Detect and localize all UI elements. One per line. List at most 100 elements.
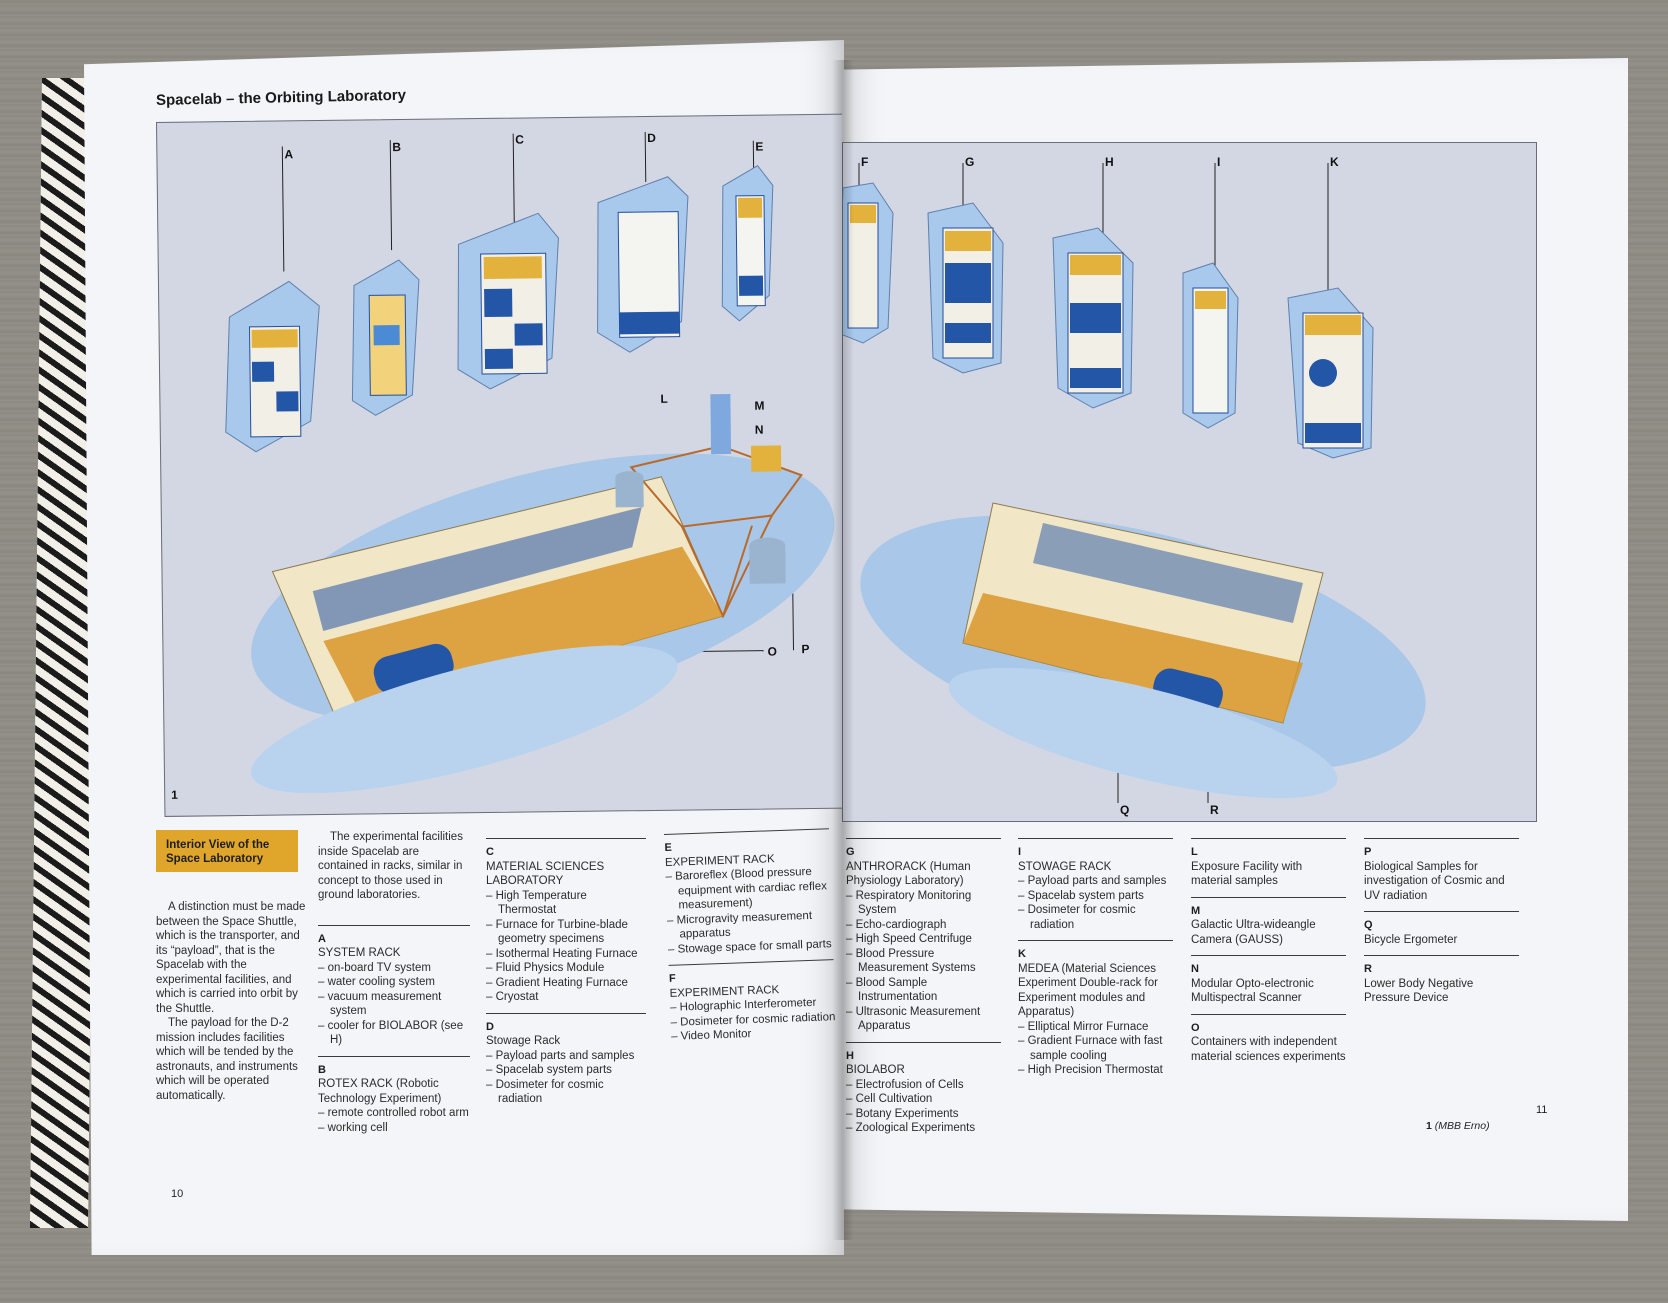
rack-d-graphic: [597, 176, 689, 353]
illustration-left: A B C D E L M N O P 1: [156, 113, 844, 817]
right-col-4: P Biological Samples for investigation o…: [1364, 838, 1519, 1014]
section-o: O Containers with independent material s…: [1191, 1013, 1346, 1065]
rack-e-graphic: [721, 164, 774, 322]
figure-number: 1: [171, 787, 178, 802]
rack-g-graphic: [927, 202, 1004, 374]
label-m: M: [754, 398, 765, 413]
list-item: on-board TV system: [318, 961, 470, 976]
page-header-title: Spacelab – the Orbiting Laboratory: [155, 86, 407, 109]
label-a: A: [284, 147, 294, 162]
section-m: M Galactic Ultra-wideangle Camera (GAUSS…: [1191, 896, 1346, 948]
intro-paragraph-1: A distinction must be made between the S…: [156, 901, 306, 1015]
section-k: K MEDEA (Material Sciences Experiment Do…: [1018, 940, 1173, 1078]
page-number-right: 11: [1536, 1104, 1548, 1116]
label-c: C: [515, 132, 524, 147]
list-item: Gradient Furnace with fast sample coolin…: [1018, 1034, 1173, 1063]
list-item: water cooling system: [318, 975, 470, 990]
left-page: Spacelab – the Orbiting Laboratory: [84, 40, 844, 1255]
label-o: O: [767, 644, 777, 659]
spacelab-right-half-illustration: [843, 163, 1426, 803]
list-item: Dosimeter for cosmic radiation: [1018, 903, 1173, 932]
list-item: Cryostat: [486, 990, 646, 1005]
section-f: F EXPERIMENT RACK Holographic Interferom…: [668, 959, 837, 1045]
rack-a-graphic: [225, 280, 320, 453]
section-e: E EXPERIMENT RACK Baroreflex (Blood pres…: [664, 828, 834, 957]
label-d: D: [647, 130, 656, 145]
section-b: B ROTEX RACK (Robotic Technology Experim…: [318, 1055, 470, 1136]
section-r: R Lower Body Negative Pressure Device: [1364, 955, 1519, 1006]
list-item: Gradient Heating Furnace: [486, 976, 646, 991]
list-item: Electrofusion of Cells: [846, 1078, 1001, 1093]
label-n: N: [754, 422, 764, 437]
camera-tower: [710, 394, 732, 455]
list-item: Echo-cardiograph: [846, 918, 1001, 933]
list-item: Ultrasonic Measurement Apparatus: [846, 1005, 1001, 1034]
label-b: B: [392, 140, 402, 155]
list-item: High Speed Centrifuge: [846, 932, 1001, 947]
spacelab-module-right: [860, 502, 1426, 799]
section-d: D Stowage Rack Payload parts and samples…: [486, 1012, 646, 1107]
section-h: H BIOLABOR Electrofusion of Cells Cell C…: [846, 1041, 1001, 1136]
list-item: Payload parts and samples: [1018, 874, 1173, 889]
right-col-1: G ANTHRORACK (Human Physiology Laborator…: [846, 838, 1001, 1144]
list-item: Cell Cultivation: [846, 1092, 1001, 1107]
list-item: Furnace for Turbine-blade geometry speci…: [486, 918, 646, 947]
list-item: Blood Pressure Measurement Systems: [846, 947, 1001, 976]
list-item: Blood Sample Instrumentation: [846, 976, 1001, 1005]
right-text-area: G ANTHRORACK (Human Physiology Laborator…: [846, 838, 1526, 1158]
illustration-right: F G H I K Q R: [842, 142, 1537, 822]
right-col-3: L Exposure Facility with material sample…: [1191, 838, 1346, 1072]
list-item: Respiratory Monitoring System: [846, 889, 1001, 918]
list-item: Payload parts and samples: [486, 1049, 646, 1064]
list-item: Spacelab system parts: [1018, 889, 1173, 904]
credit-source: (MBB Erno): [1434, 1120, 1490, 1132]
list-item: High Temperature Thermostat: [486, 889, 646, 918]
section-c: C MATERIAL SCIENCES LABORATORY High Temp…: [486, 838, 646, 1005]
left-col-1: Interior View of the Space Laboratory A …: [156, 830, 306, 1103]
list-item: Baroreflex (Blood pressure equipment wit…: [665, 864, 831, 913]
label-k: K: [1330, 155, 1339, 169]
rack-h-graphic: [1052, 227, 1134, 409]
caption-box: Interior View of the Space Laboratory: [156, 830, 298, 872]
right-page: F G H I K Q R G ANTHRORACK (Human Physio…: [842, 58, 1628, 1221]
section-l: L Exposure Facility with material sample…: [1191, 838, 1346, 889]
spacelab-module-left: [251, 453, 835, 794]
left-col-3: C MATERIAL SCIENCES LABORATORY High Temp…: [486, 838, 646, 1115]
section-a: A SYSTEM RACK on-board TV system water c…: [318, 924, 470, 1048]
label-i: I: [1217, 155, 1221, 169]
racks-intro: The experimental facilities inside Space…: [318, 831, 463, 901]
rack-i-graphic: [1182, 262, 1239, 429]
section-p: P Biological Samples for investigation o…: [1364, 838, 1519, 903]
label-h: H: [1105, 155, 1114, 169]
list-item: Elliptical Mirror Furnace: [1018, 1020, 1173, 1035]
label-l: L: [660, 391, 668, 406]
list-item: Spacelab system parts: [486, 1063, 646, 1078]
spacelab-left-half-illustration: [225, 132, 835, 794]
left-col-2: The experimental facilities inside Space…: [318, 830, 470, 1143]
rack-f-graphic: [843, 182, 894, 344]
list-item: Dosimeter for cosmic radiation: [486, 1078, 646, 1107]
section-q: Q Bicycle Ergometer: [1364, 911, 1519, 947]
list-item: vacuum measurement system: [318, 990, 470, 1019]
figure-credit: 1 (MBB Erno): [1426, 1120, 1490, 1132]
page-number-left: 10: [171, 1188, 184, 1200]
section-g: G ANTHRORACK (Human Physiology Laborator…: [846, 838, 1001, 1034]
label-g: G: [965, 155, 975, 169]
rack-c-graphic: [457, 212, 559, 390]
list-item: Fluid Physics Module: [486, 961, 646, 976]
list-item: High Precision Thermostat: [1018, 1063, 1173, 1078]
page-gutter: [832, 60, 854, 1240]
credit-number: 1: [1426, 1120, 1432, 1132]
label-f: F: [861, 155, 869, 169]
label-p: P: [801, 642, 810, 657]
section-i: I STOWAGE RACK Payload parts and samples…: [1018, 838, 1173, 932]
list-item: cooler for BIOLABOR (see H): [318, 1019, 470, 1048]
left-text-area: Interior View of the Space Laboratory A …: [156, 828, 837, 1230]
right-col-2: I STOWAGE RACK Payload parts and samples…: [1018, 838, 1173, 1086]
intro-paragraph-2: The payload for the D-2 mission includes…: [156, 1017, 298, 1102]
list-item: Isothermal Heating Furnace: [486, 947, 646, 962]
label-e: E: [755, 139, 764, 154]
rack-k-graphic: [1287, 287, 1374, 459]
left-col-4: E EXPERIMENT RACK Baroreflex (Blood pres…: [664, 828, 837, 1052]
label-r: R: [1210, 803, 1219, 817]
